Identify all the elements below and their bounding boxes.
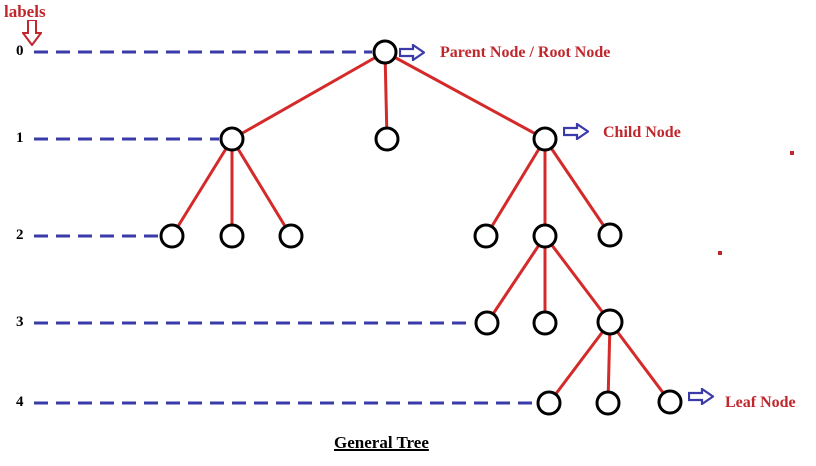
tree-edge [606, 321, 612, 404]
annotation-parent-root-label: Parent Node / Root Node [440, 44, 611, 61]
tree-node-leaf [278, 223, 304, 249]
stray-dots [718, 151, 794, 255]
figure-caption: General Tree [334, 433, 429, 452]
tree-node-root [372, 39, 398, 65]
level-label-4: 4 [16, 394, 24, 410]
callout-arrow-right-icon [563, 123, 589, 140]
tree-node-child [219, 126, 245, 152]
tree-node-leaf [374, 126, 400, 152]
tree-node-leaf [595, 390, 621, 416]
level-label-3: 3 [16, 314, 24, 330]
tree-node-child [532, 223, 558, 249]
level-guide-lines [34, 50, 536, 405]
annotation-child-label: Child Node [603, 124, 681, 141]
tree-node-leaf [532, 310, 558, 336]
tree-node-child [596, 308, 624, 336]
tree-node-leaf [657, 389, 683, 415]
tree-node-leaf [473, 223, 499, 249]
tree-edge [485, 235, 547, 324]
stray-dot [790, 151, 794, 155]
tree-edge [170, 138, 234, 237]
level-label-1: 1 [16, 130, 24, 146]
callout-arrow-right-icon [688, 388, 714, 405]
level-label-0: 0 [16, 43, 24, 59]
tree-edge [543, 235, 612, 323]
tree-edge [231, 50, 386, 141]
level-label-2: 2 [16, 227, 24, 243]
callout-arrow-right-icon [399, 44, 425, 61]
tree-edge [543, 138, 612, 236]
annotation-leaf-label: Leaf Node [725, 394, 796, 411]
tree-edge [484, 138, 547, 237]
labels-down-arrow-icon [22, 20, 42, 46]
tree-node-leaf [219, 223, 245, 249]
tree-node-leaf [597, 222, 623, 248]
tree-edge [230, 138, 293, 237]
labels-caption: labels [4, 2, 46, 21]
tree-edge [383, 51, 389, 140]
tree-node-leaf [536, 390, 562, 416]
tree-edge [384, 50, 546, 141]
tree-nodes [159, 39, 683, 416]
tree-node-child [532, 126, 558, 152]
tree-edges [170, 50, 672, 404]
stray-dot [718, 251, 722, 255]
tree-edge [608, 321, 672, 403]
tree-edge [547, 321, 612, 404]
tree-node-leaf [159, 223, 185, 249]
tree-node-leaf [474, 310, 500, 336]
